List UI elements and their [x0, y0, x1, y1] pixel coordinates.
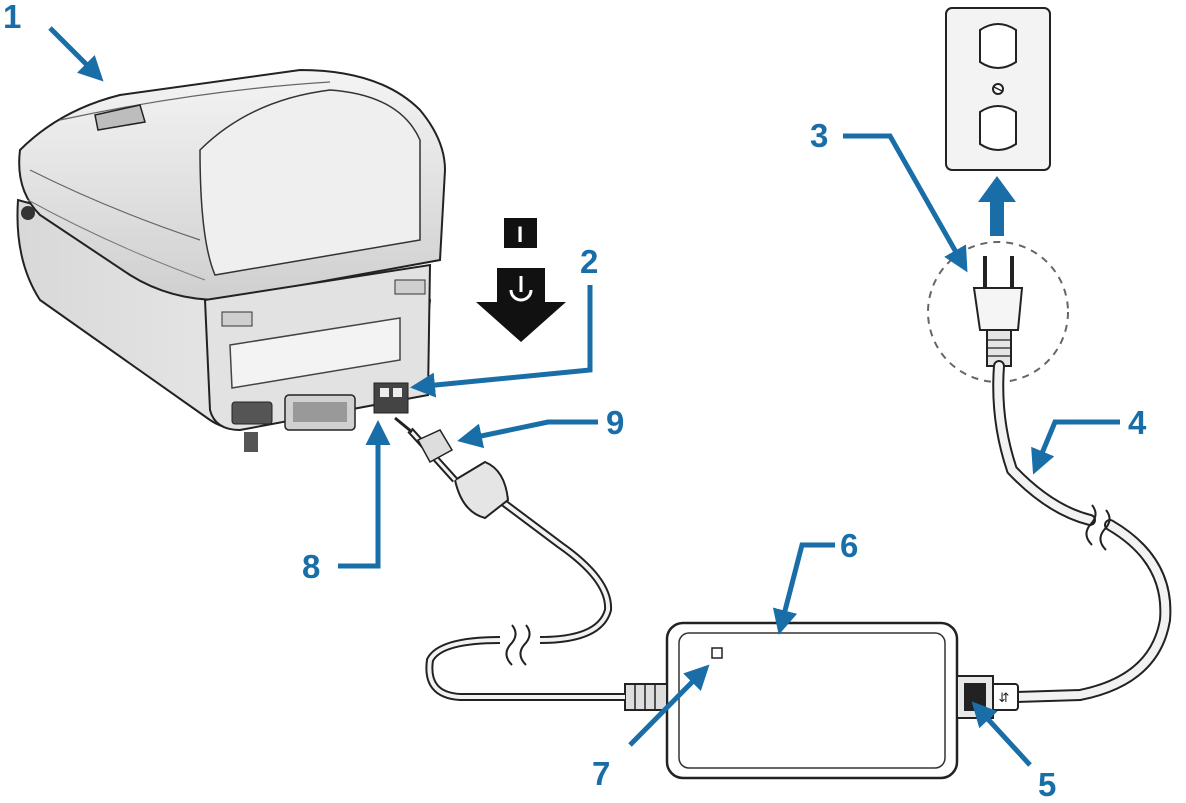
callout-3: 3: [810, 117, 828, 154]
callout-9: 9: [606, 404, 624, 441]
callout-6: 6: [840, 527, 858, 564]
switch-symbol-label: I: [517, 222, 523, 247]
status-led: [711, 647, 723, 659]
power-plug-icon: [927, 241, 1069, 383]
callout-4: 4: [1128, 404, 1147, 441]
leader-6: [772, 542, 835, 635]
dc-power-cord: [394, 416, 625, 701]
leader-4: [1031, 419, 1120, 475]
leader-7: [628, 664, 710, 747]
leader-1: [48, 26, 104, 82]
wall-outlet-icon: [945, 7, 1051, 171]
ac-power-cord: ⇵: [989, 360, 1172, 711]
cable-break-icon: [505, 624, 531, 666]
callout-2: 2: [580, 243, 598, 280]
callout-leaders: [48, 26, 1120, 767]
callout-8: 8: [302, 548, 320, 585]
power-supply-brick-icon: [624, 621, 994, 780]
power-arrow-down: [476, 268, 566, 342]
printer-icon: [16, 68, 447, 452]
power-switch-indicator: I: [476, 218, 566, 342]
callout-5: 5: [1038, 766, 1056, 803]
leader-5: [971, 701, 1032, 767]
leader-2: [410, 285, 593, 398]
callout-7: 7: [592, 755, 610, 792]
leader-9: [457, 419, 598, 449]
callout-1: 1: [3, 0, 21, 35]
power-symbol-icon: [509, 276, 533, 302]
leader-3: [843, 133, 968, 273]
cable-break-icon: [1085, 504, 1111, 551]
svg-text:⇵: ⇵: [999, 690, 1010, 705]
leader-8: [338, 420, 391, 569]
callout-numbers: 1 2 3 4 5 6 7 8 9: [3, 0, 1147, 803]
plug-in-arrow: [978, 176, 1016, 236]
